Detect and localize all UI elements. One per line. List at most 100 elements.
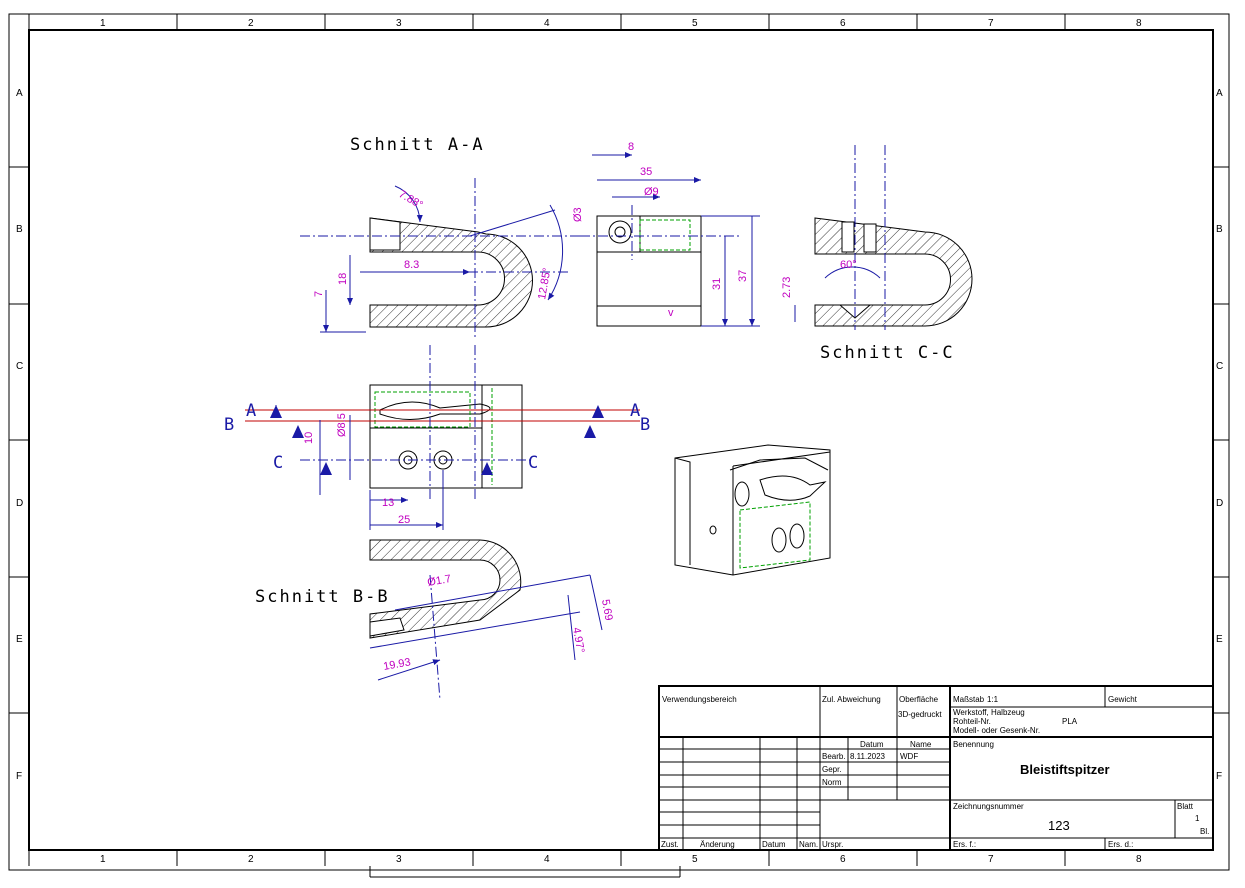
gewicht-label: Gewicht [1108,695,1138,704]
zone-ticks [9,14,1229,878]
section-aa-view: Schnitt A-A 7.88° 12.85° 8.3 18 7 [300,135,580,340]
blatt-label: Blatt [1177,802,1194,811]
dim-37: 37 [737,270,749,282]
col-label: 2 [248,18,254,29]
surface-mark: v [668,307,674,319]
dim-o85: Ø8.5 [336,413,348,437]
col-label: 4 [544,854,550,865]
massstab-label: Maßstab [953,695,985,704]
bearb-date: 8.11.2023 [850,752,886,761]
col-label: 8 [1136,18,1142,29]
isometric-view [674,444,831,576]
dim-o17: Ø1.7 [426,573,452,589]
benennung-label: Benennung [953,740,994,749]
blatt-value: 1 [1195,814,1200,823]
title-block-text: Verwendungsbereich Zul. Abweichung Oberf… [661,695,1209,849]
dim-o9: Ø9 [644,186,659,198]
section-cc-title: Schnitt C-C [820,343,955,363]
col-label: 1 [100,854,106,865]
bearb-name: WDF [900,752,918,761]
row-label: C [16,361,23,372]
urspr-label: Urspr. [822,840,843,849]
datum-label: Datum [860,740,884,749]
row-label: D [1216,498,1223,509]
col-label: 5 [692,18,698,29]
bottom-column-labels: 1 2 3 4 5 6 7 8 [100,854,1142,865]
werkstoff-label: Werkstoff, Halbzeug [953,708,1025,717]
col-label: 2 [248,854,254,865]
verwendungsbereich-label: Verwendungsbereich [662,695,737,704]
zul-abweichung-label: Zul. Abweichung [822,695,881,704]
werkstoff-value: PLA [1062,717,1078,726]
cut-letter-b-right: B [640,415,650,435]
ers-f-label: Ers. f.: [953,840,976,849]
top-column-labels: 1 2 3 4 5 6 7 8 [100,18,1142,29]
dim-o3: Ø3 [572,207,584,222]
bearb-label: Bearb. [822,752,846,761]
dim-angle-788: 7.88° [397,188,425,211]
section-cc-view: 60° 2.73 Schnitt C-C [781,145,973,363]
col-label: 6 [840,854,846,865]
col-label: 3 [396,854,402,865]
left-row-labels: A B C D E F [16,88,23,782]
col-label: 1 [100,18,106,29]
rohteil-label: Rohteil-Nr. [953,717,991,726]
cut-letter-b-left: B [224,415,234,435]
dim-8: 8 [628,141,634,153]
cut-letter-a-right: A [630,401,640,421]
dim-13: 13 [382,497,394,509]
col-label: 4 [544,18,550,29]
dim-273: 2.73 [781,277,793,298]
row-label: E [16,634,23,645]
dim-7: 7 [313,291,325,297]
benennung-value: Bleistiftspitzer [1020,762,1110,777]
dim-31: 31 [711,278,723,290]
section-aa-title: Schnitt A-A [350,135,485,155]
norm-label: Norm [822,778,842,787]
zeichnungsnummer-value: 123 [1048,818,1070,833]
dim-angle-497: 4.97° [570,626,586,654]
row-label: B [16,224,23,235]
row-label: A [1216,88,1223,99]
section-bb-view: Schnitt B-B Ø1.7 5.69 4.97° 19.93 [255,539,615,701]
col-label: 5 [692,854,698,865]
name-label: Name [910,740,932,749]
gepr-label: Gepr. [822,765,842,774]
row-label: F [16,771,22,782]
aenderung-label: Änderung [700,840,735,849]
col-label: 3 [396,18,402,29]
row-label: C [1216,361,1223,372]
dim-1993: 19.93 [382,656,411,673]
row-label: F [1216,771,1222,782]
row-label: A [16,88,23,99]
datum2-label: Datum [762,840,786,849]
col-label: 8 [1136,854,1142,865]
col-label: 7 [988,854,994,865]
row-label: D [16,498,23,509]
dim-18: 18 [337,273,349,285]
name2-label: Nam. [799,840,818,849]
front-view: 8 35 Ø9 Ø3 31 37 v [572,141,760,327]
cut-letter-c-left: C [273,453,283,473]
row-label: E [1216,634,1223,645]
oberflaeche-label: Oberfläche [899,695,939,704]
top-view: A A B B C C Ø8.5 10 13 25 [224,345,650,530]
dim-10: 10 [303,432,315,444]
col-label: 6 [840,18,846,29]
title-block [658,685,1214,851]
massstab-value: 1:1 [987,695,999,704]
dim-angle-1285: 12.85° [536,267,553,301]
dim-569: 5.69 [599,598,615,621]
dim-83: 8.3 [404,259,419,271]
right-row-labels: A B C D E F [1216,88,1223,782]
section-bb-title: Schnitt B-B [255,587,390,607]
zust-label: Zust. [661,840,679,849]
modell-label: Modell- oder Gesenk-Nr. [953,726,1040,735]
col-label: 7 [988,18,994,29]
outer-frame [8,13,1230,871]
blatt-count: Bl. [1200,827,1209,836]
dim-25: 25 [398,514,410,526]
cut-letter-c-right: C [528,453,538,473]
